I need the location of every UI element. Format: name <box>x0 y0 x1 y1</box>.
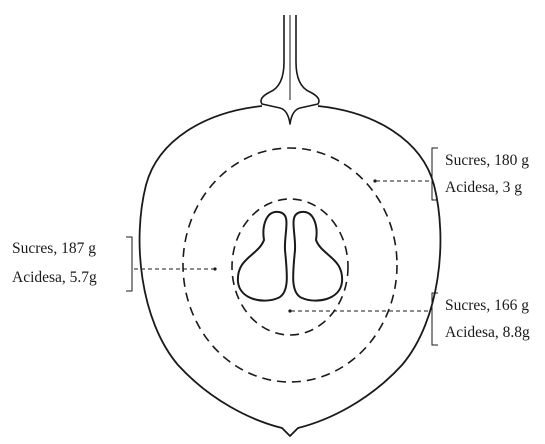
grape-outline <box>140 106 441 436</box>
inner-sugar-label: Sucres, 166 g <box>445 297 529 314</box>
outer-flesh-boundary <box>183 148 397 382</box>
inner-acidity-label: Acidesa, 8.8g <box>445 324 530 341</box>
inner-flesh-boundary <box>232 199 348 335</box>
bracket-middle <box>126 237 132 291</box>
middle-acidity-label: Acidesa, 5.7g <box>12 269 97 286</box>
middle-sugar-label: Sucres, 187 g <box>12 240 96 257</box>
outer-sugar-label: Sucres, 180 g <box>445 152 529 169</box>
leader-inner <box>288 309 430 312</box>
outer-acidity-label: Acidesa, 3 g <box>445 179 522 196</box>
leader-middle <box>134 267 217 270</box>
leader-outer <box>373 179 430 182</box>
